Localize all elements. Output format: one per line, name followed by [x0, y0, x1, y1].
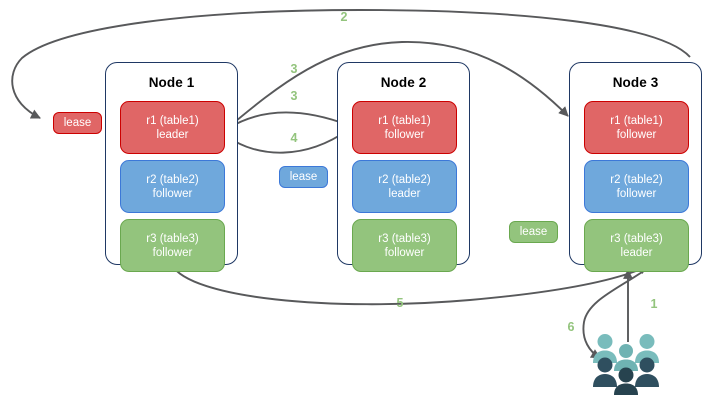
lease-badge-green[interactable]: lease: [509, 221, 558, 243]
replica-role: leader: [156, 128, 189, 141]
lease-badge-red[interactable]: lease: [53, 112, 102, 134]
lease-label: lease: [519, 226, 548, 238]
node-title-1: Node 1: [148, 75, 195, 90]
replica-name: r3 (table3): [610, 232, 663, 245]
replica-n3-r3[interactable]: r3 (table3) leader: [584, 219, 689, 272]
replica-name: r3 (table3): [378, 232, 431, 245]
replica-name: r1 (table1): [378, 114, 431, 127]
replica-name: r1 (table1): [610, 114, 663, 127]
step-label-2: 2: [340, 10, 348, 24]
replica-name: r2 (table2): [378, 173, 431, 186]
lease-badge-blue[interactable]: lease: [279, 166, 328, 188]
replica-n1-r3[interactable]: r3 (table3) follower: [120, 219, 225, 272]
replica-role: follower: [616, 128, 657, 141]
users-icon: [593, 334, 659, 395]
arrow-step-3-to-node2: [223, 111, 349, 132]
step-label-3b: 3: [290, 89, 298, 103]
node-container-3[interactable]: Node 3 r1 (table1) follower r2 (table2) …: [569, 62, 702, 272]
step-label-1: 1: [650, 297, 658, 311]
lease-label: lease: [63, 117, 92, 129]
replica-n3-r2[interactable]: r2 (table2) follower: [584, 160, 689, 213]
replica-role: follower: [616, 187, 657, 200]
replica-role: leader: [388, 187, 421, 200]
node-title-3: Node 3: [612, 75, 659, 90]
lease-label: lease: [289, 171, 318, 183]
node-container-1[interactable]: Node 1 r1 (table1) leader r2 (table2) fo…: [105, 62, 238, 272]
step-label-5: 5: [396, 296, 404, 310]
replica-role: follower: [384, 128, 425, 141]
step-label-3a: 3: [290, 62, 298, 76]
step-label-6: 6: [567, 320, 575, 334]
replica-name: r1 (table1): [146, 114, 199, 127]
replica-n2-r1[interactable]: r1 (table1) follower: [352, 101, 457, 154]
replica-n3-r1[interactable]: r1 (table1) follower: [584, 101, 689, 154]
replica-name: r2 (table2): [146, 173, 199, 186]
node-container-2[interactable]: Node 2 r1 (table1) follower r2 (table2) …: [337, 62, 470, 272]
replica-n1-r2[interactable]: r2 (table2) follower: [120, 160, 225, 213]
replica-n2-r2[interactable]: r2 (table2) leader: [352, 160, 457, 213]
step-label-4: 4: [290, 131, 298, 145]
replica-n1-r1[interactable]: r1 (table1) leader: [120, 101, 225, 154]
replica-name: r3 (table3): [146, 232, 199, 245]
replica-role: follower: [152, 187, 193, 200]
replica-n2-r3[interactable]: r3 (table3) follower: [352, 219, 457, 272]
replica-name: r2 (table2): [610, 173, 663, 186]
replica-role: follower: [152, 246, 193, 259]
replica-role: follower: [384, 246, 425, 259]
node-title-2: Node 2: [380, 75, 427, 90]
replica-role: leader: [620, 246, 653, 259]
